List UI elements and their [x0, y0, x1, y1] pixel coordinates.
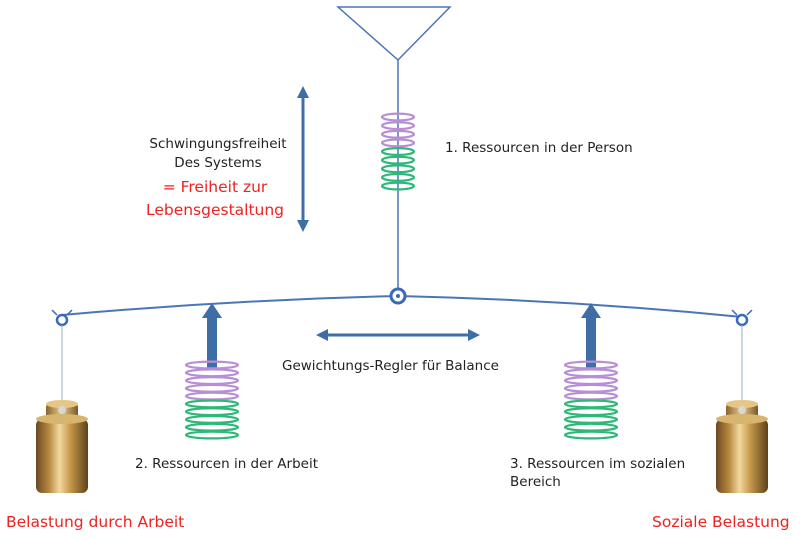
coil-spring-icon-person: [380, 112, 416, 191]
up-arrow-icon-left: [202, 303, 222, 368]
resource-person-label: 1. Ressourcen in der Person: [445, 140, 633, 156]
spring-coil-ring: [184, 368, 240, 378]
spring-coil-ring: [184, 399, 240, 409]
spring-coil-ring: [563, 414, 619, 424]
up-arrow-icon-right: [581, 303, 601, 368]
spring-coil-ring: [563, 383, 619, 393]
load-social-label: Soziale Belastung: [652, 513, 790, 531]
freedom-label-line2: Des Systems: [174, 155, 262, 171]
resource-work-label: 2. Ressourcen in der Arbeit: [135, 456, 318, 472]
left-end-knob-icon: [51, 309, 73, 327]
resource-social-label-line2: Bereich: [510, 474, 561, 490]
vertical-double-arrow-icon: [297, 86, 309, 232]
spring-coil-ring: [184, 391, 240, 401]
triangle-hanger-icon: [336, 6, 452, 62]
spring-coil-ring: [563, 391, 619, 401]
spring-coil-ring: [184, 430, 240, 440]
horizontal-double-arrow-icon: [316, 329, 480, 341]
spring-coil-ring: [380, 112, 416, 122]
coil-spring-icon-work: [184, 360, 240, 440]
right-end-knob-icon: [731, 309, 753, 327]
spring-coil-ring: [380, 155, 416, 165]
regulator-label: Gewichtungs-Regler für Balance: [282, 358, 499, 374]
resource-social-label-line1: 3. Ressourcen im sozialen: [510, 456, 686, 472]
spring-coil-ring: [563, 368, 619, 378]
spring-coil-ring: [380, 138, 416, 148]
spring-coil-ring: [380, 147, 416, 157]
pivot-icon: [389, 287, 407, 305]
spring-coil-ring: [184, 376, 240, 386]
freedom-red-line2: Lebensgestaltung: [145, 201, 285, 219]
freedom-red-line1: = Freiheit zur: [162, 178, 268, 196]
spring-coil-ring: [380, 121, 416, 131]
spring-coil-ring: [380, 181, 416, 191]
spring-coil-ring: [563, 407, 619, 417]
spring-coil-ring: [380, 172, 416, 182]
spring-coil-ring: [184, 414, 240, 424]
coil-spring-icon-social: [563, 360, 619, 440]
spring-coil-ring: [380, 164, 416, 174]
spring-coil-ring: [184, 422, 240, 432]
spring-coil-ring: [563, 430, 619, 440]
brass-weight-icon-right: [716, 400, 768, 493]
freedom-label-line1: Schwingungsfreiheit: [149, 136, 287, 152]
spring-coil-ring: [380, 129, 416, 139]
spring-coil-ring: [563, 376, 619, 386]
spring-coil-ring: [563, 422, 619, 432]
load-work-label: Belastung durch Arbeit: [6, 513, 185, 531]
spring-coil-ring: [563, 399, 619, 409]
spring-coil-ring: [184, 407, 240, 417]
brass-weight-icon-left: [36, 400, 88, 493]
spring-coil-ring: [184, 383, 240, 393]
